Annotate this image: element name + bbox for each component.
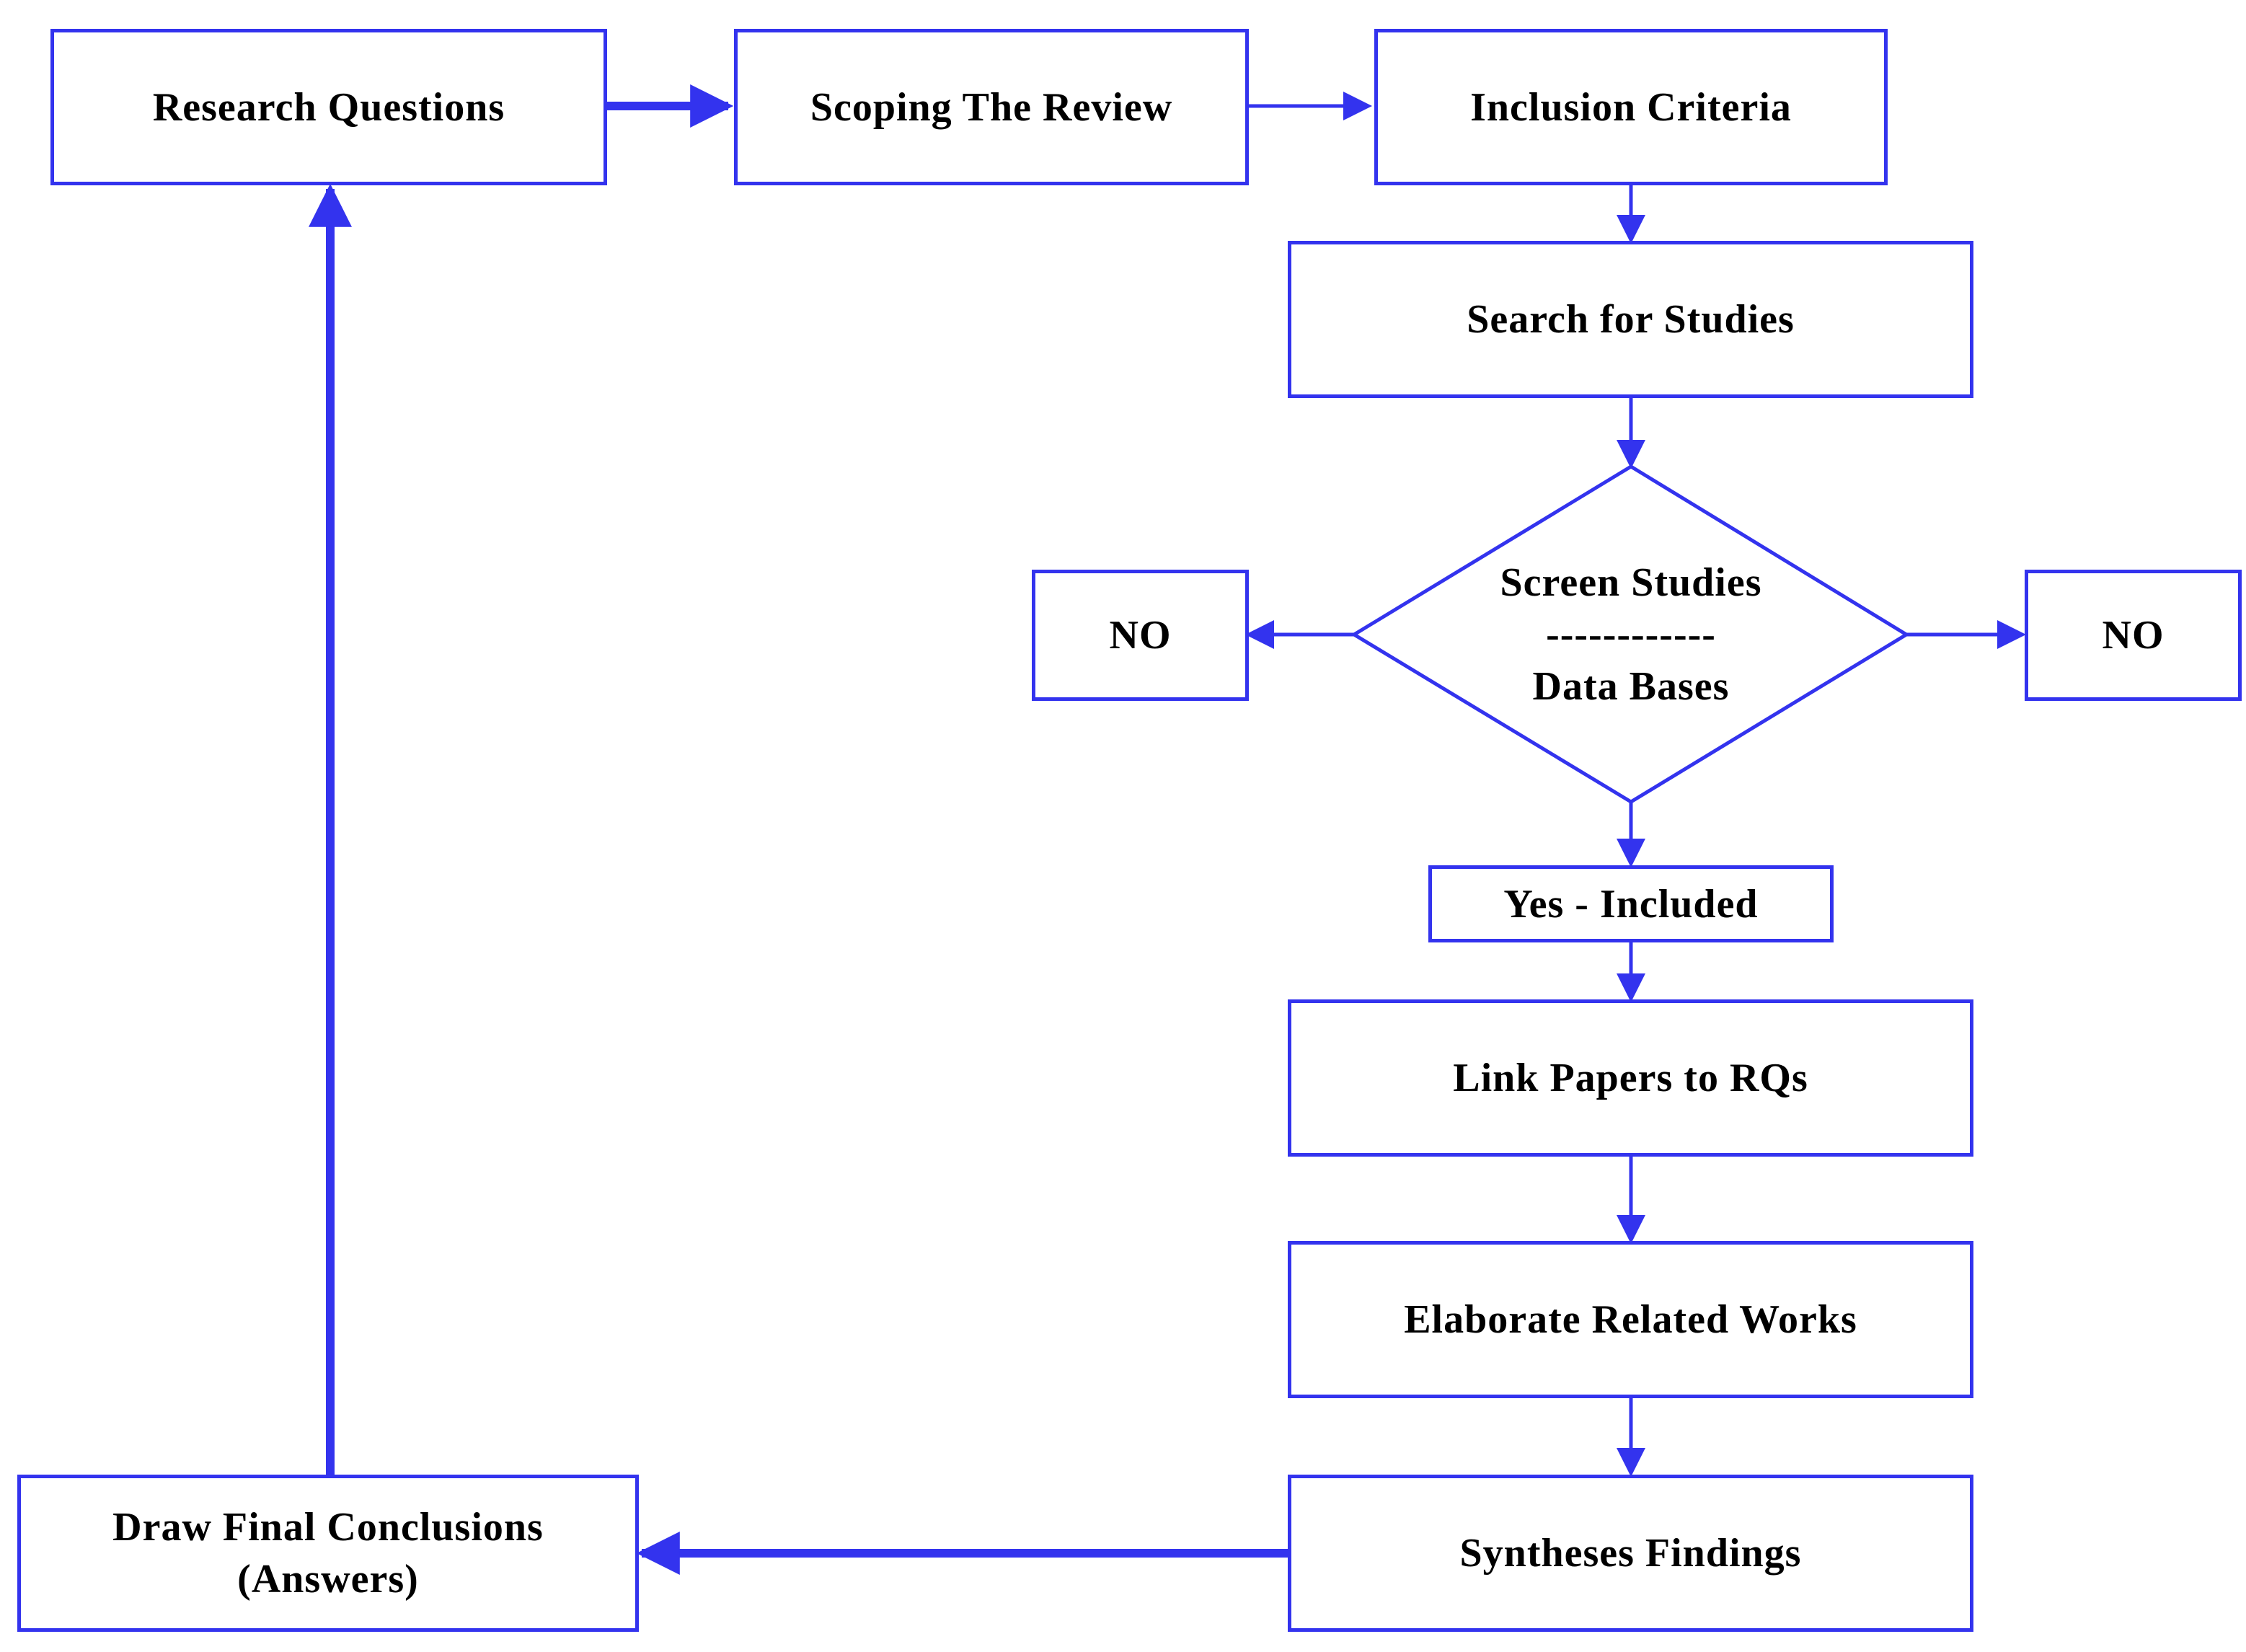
- elaborate-related-works-box: Elaborate Related Works: [1288, 1241, 1973, 1398]
- elaborate-related-works-label: Elaborate Related Works: [1404, 1297, 1857, 1342]
- data-bases-label: Data Bases: [1532, 664, 1730, 709]
- no-right-label: NO: [2102, 613, 2165, 658]
- syntheses-findings-box: Syntheses Findings: [1288, 1475, 1973, 1632]
- draw-final-conclusions-box: Draw Final Conclusions (Answers): [17, 1475, 639, 1632]
- scoping-the-review-box: Scoping The Review: [734, 29, 1249, 185]
- yes-included-box: Yes - Included: [1428, 865, 1834, 942]
- inclusion-criteria-box: Inclusion Criteria: [1374, 29, 1888, 185]
- screen-studies-text: Screen Studies ------------ Data Bases: [1500, 557, 1762, 712]
- research-questions-label: Research Questions: [152, 84, 505, 130]
- research-questions-box: Research Questions: [50, 29, 607, 185]
- search-for-studies-box: Search for Studies: [1288, 241, 1973, 398]
- scoping-the-review-label: Scoping The Review: [810, 84, 1173, 130]
- draw-final-conclusions-label: Draw Final Conclusions: [112, 1505, 544, 1550]
- answers-label: (Answers): [237, 1557, 419, 1602]
- yes-included-label: Yes - Included: [1503, 881, 1759, 927]
- no-left-label: NO: [1109, 613, 1172, 658]
- no-right-box: NO: [2025, 570, 2242, 701]
- draw-final-conclusions-text: Draw Final Conclusions (Answers): [112, 1501, 544, 1605]
- link-papers-label: Link Papers to RQs: [1453, 1056, 1808, 1100]
- search-for-studies-label: Search for Studies: [1467, 297, 1795, 342]
- screen-studies-separator: ------------: [1546, 612, 1716, 657]
- no-left-box: NO: [1032, 570, 1249, 701]
- link-papers-box: Link Papers to RQs: [1288, 999, 1973, 1157]
- syntheses-findings-label: Syntheses Findings: [1459, 1531, 1802, 1576]
- screen-studies-label: Screen Studies: [1500, 560, 1762, 605]
- inclusion-criteria-label: Inclusion Criteria: [1470, 84, 1792, 130]
